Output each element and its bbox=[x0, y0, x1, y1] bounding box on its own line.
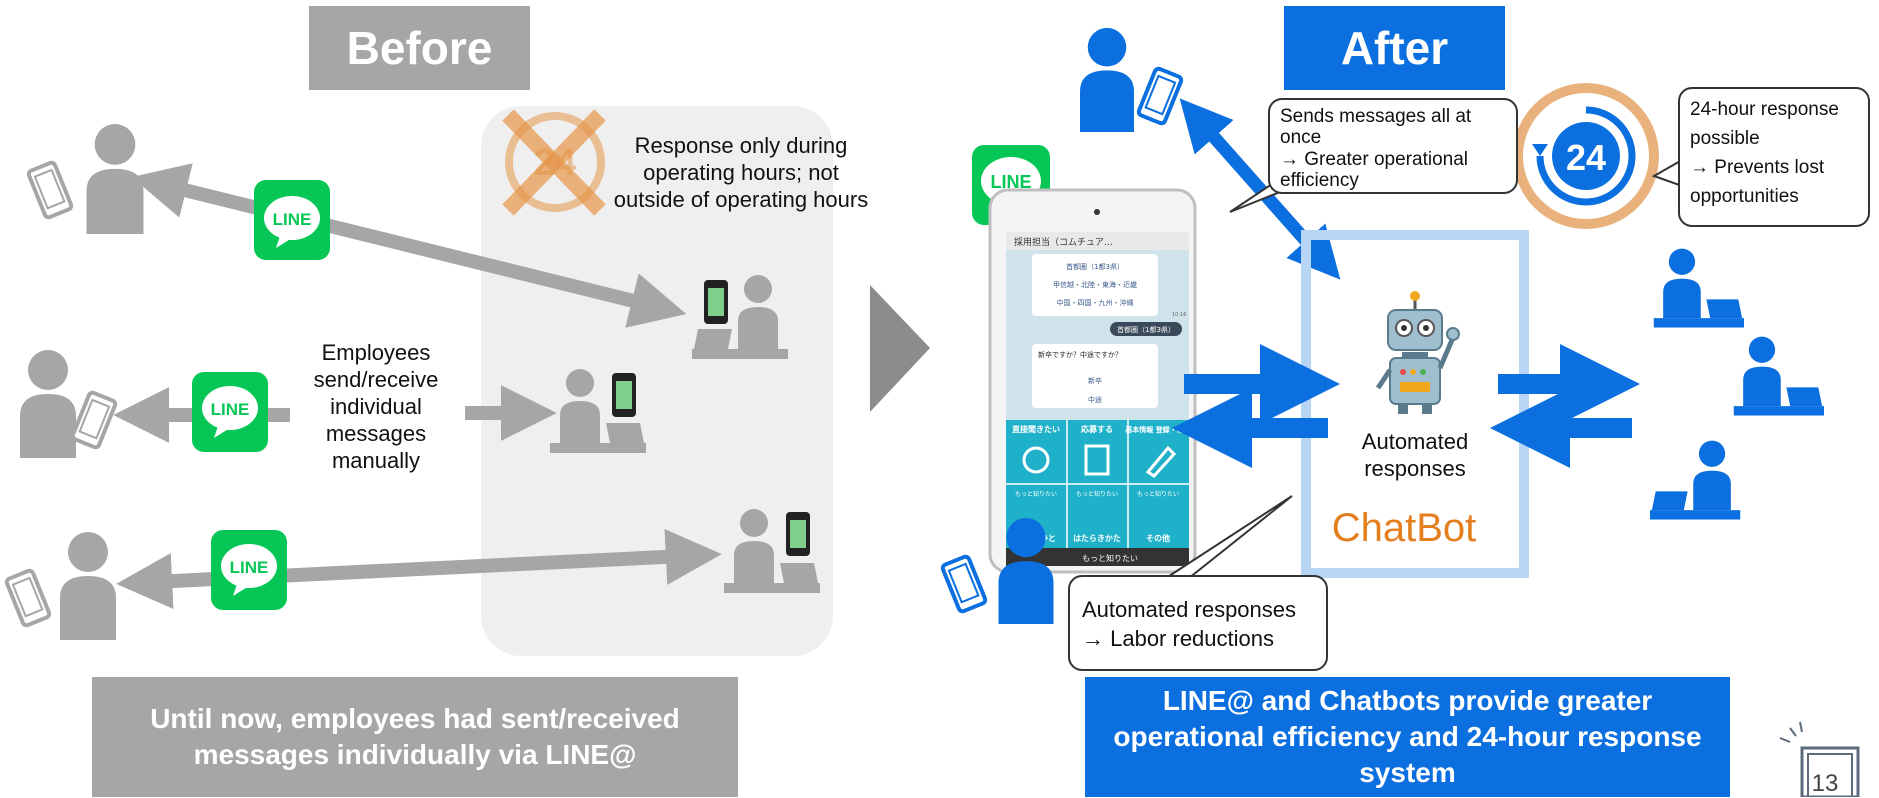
after-summary-banner: LINE@ and Chatbots provide greater opera… bbox=[1085, 677, 1730, 797]
before-arrow-top bbox=[131, 163, 687, 328]
line-logo-icon: LINE bbox=[254, 180, 330, 260]
before-tag: Before bbox=[309, 6, 530, 90]
phone-menu-item: 直接聞きたい bbox=[1012, 424, 1060, 434]
phone-option: 中国・四国・九州・沖縄 bbox=[1057, 298, 1134, 307]
bulk-messages-callout: Sends messages all at once → Greater ope… bbox=[1268, 98, 1518, 194]
page-number: 13 bbox=[1811, 770, 1839, 797]
user-phone-icon bbox=[942, 556, 987, 613]
employee-phone-icon bbox=[704, 280, 728, 324]
line-logo-icon: LINE bbox=[192, 372, 268, 452]
svg-text:LINE: LINE bbox=[211, 400, 250, 419]
svg-text:24: 24 bbox=[1566, 137, 1606, 178]
phone-reply-bubble: 首都圏（1都3県） bbox=[1117, 325, 1175, 334]
phone-menu-item: その他 bbox=[1146, 533, 1170, 543]
after-tag: After bbox=[1284, 6, 1505, 90]
phone-timestamp: 10:16 bbox=[1172, 312, 1186, 318]
staff-desk-icon bbox=[1653, 248, 1744, 328]
phone-menu-footer: もっと知りたい bbox=[1082, 553, 1138, 563]
svg-text:LINE: LINE bbox=[230, 558, 269, 577]
labor-reduction-callout: Automated responses → Labor reductions bbox=[1068, 575, 1328, 671]
automated-responses-label: Automated responses bbox=[1361, 429, 1469, 481]
phone-menu-item: ひと bbox=[1040, 534, 1056, 543]
user-person-icon bbox=[1080, 27, 1134, 132]
staff-desk-icon bbox=[1733, 336, 1824, 416]
phone-option: 甲信越・北陸・東海・近畿 bbox=[1053, 280, 1137, 289]
customer-person-icon bbox=[86, 124, 144, 234]
employee-phone-icon bbox=[786, 512, 810, 556]
phone-menu-sub: もっと知りたい bbox=[1137, 490, 1179, 498]
phone-option: 首都圏（1都3県） bbox=[1066, 262, 1124, 271]
phone-menu-item: 応募する bbox=[1081, 424, 1113, 434]
staff-desk-icon bbox=[1650, 440, 1741, 520]
phone-menu-sub: もっと知りたい bbox=[1015, 490, 1057, 498]
phone-menu-item: はたらきかた bbox=[1073, 533, 1121, 543]
phone-menu-item: 基本情報 登録・修正 bbox=[1124, 425, 1190, 434]
employee-phone-icon bbox=[612, 373, 636, 417]
user-person-icon bbox=[998, 517, 1054, 624]
chatbot-label: ChatBot bbox=[1331, 506, 1477, 550]
employees-note: Employees send/receive individual messag… bbox=[313, 340, 439, 473]
phone-header: 採用担当（コムチュア… bbox=[1014, 236, 1113, 248]
before-summary-banner: Until now, employees had sent/received m… bbox=[92, 677, 738, 797]
phone-menu-sub: もっと知りたい bbox=[1076, 490, 1118, 498]
24h-clock-icon: 24 bbox=[1513, 83, 1659, 229]
document-icon bbox=[1084, 444, 1110, 476]
page-number-icon bbox=[1779, 721, 1860, 797]
svg-text:LINE: LINE bbox=[273, 210, 312, 229]
customer-phone-icon bbox=[6, 570, 51, 627]
line-logo-icon: LINE bbox=[211, 530, 287, 610]
line-chat-phone-mockup: 採用担当（コムチュア… 首都圏（1都3県） 甲信越・北陸・東海・近畿 中国・四国… bbox=[988, 188, 1197, 574]
phone-call-icon bbox=[1022, 446, 1050, 474]
transition-arrow bbox=[870, 285, 930, 412]
customer-person-icon bbox=[60, 532, 116, 640]
svg-text:LINE: LINE bbox=[990, 172, 1031, 192]
phone-option: 新卒 bbox=[1088, 376, 1102, 385]
customer-person-icon bbox=[20, 350, 76, 458]
phone-question: 新卒ですか？中途ですか？ bbox=[1038, 350, 1122, 359]
24h-response-callout: 24-hour response possible → Prevents los… bbox=[1678, 87, 1870, 227]
phone-option: 中途 bbox=[1088, 395, 1102, 404]
operating-hours-note: Response only during operating hours; no… bbox=[613, 133, 869, 212]
customer-phone-icon bbox=[28, 162, 73, 219]
customer-phone-icon bbox=[72, 392, 117, 449]
robot-icon bbox=[1375, 291, 1460, 414]
user-phone-icon bbox=[1138, 68, 1183, 125]
